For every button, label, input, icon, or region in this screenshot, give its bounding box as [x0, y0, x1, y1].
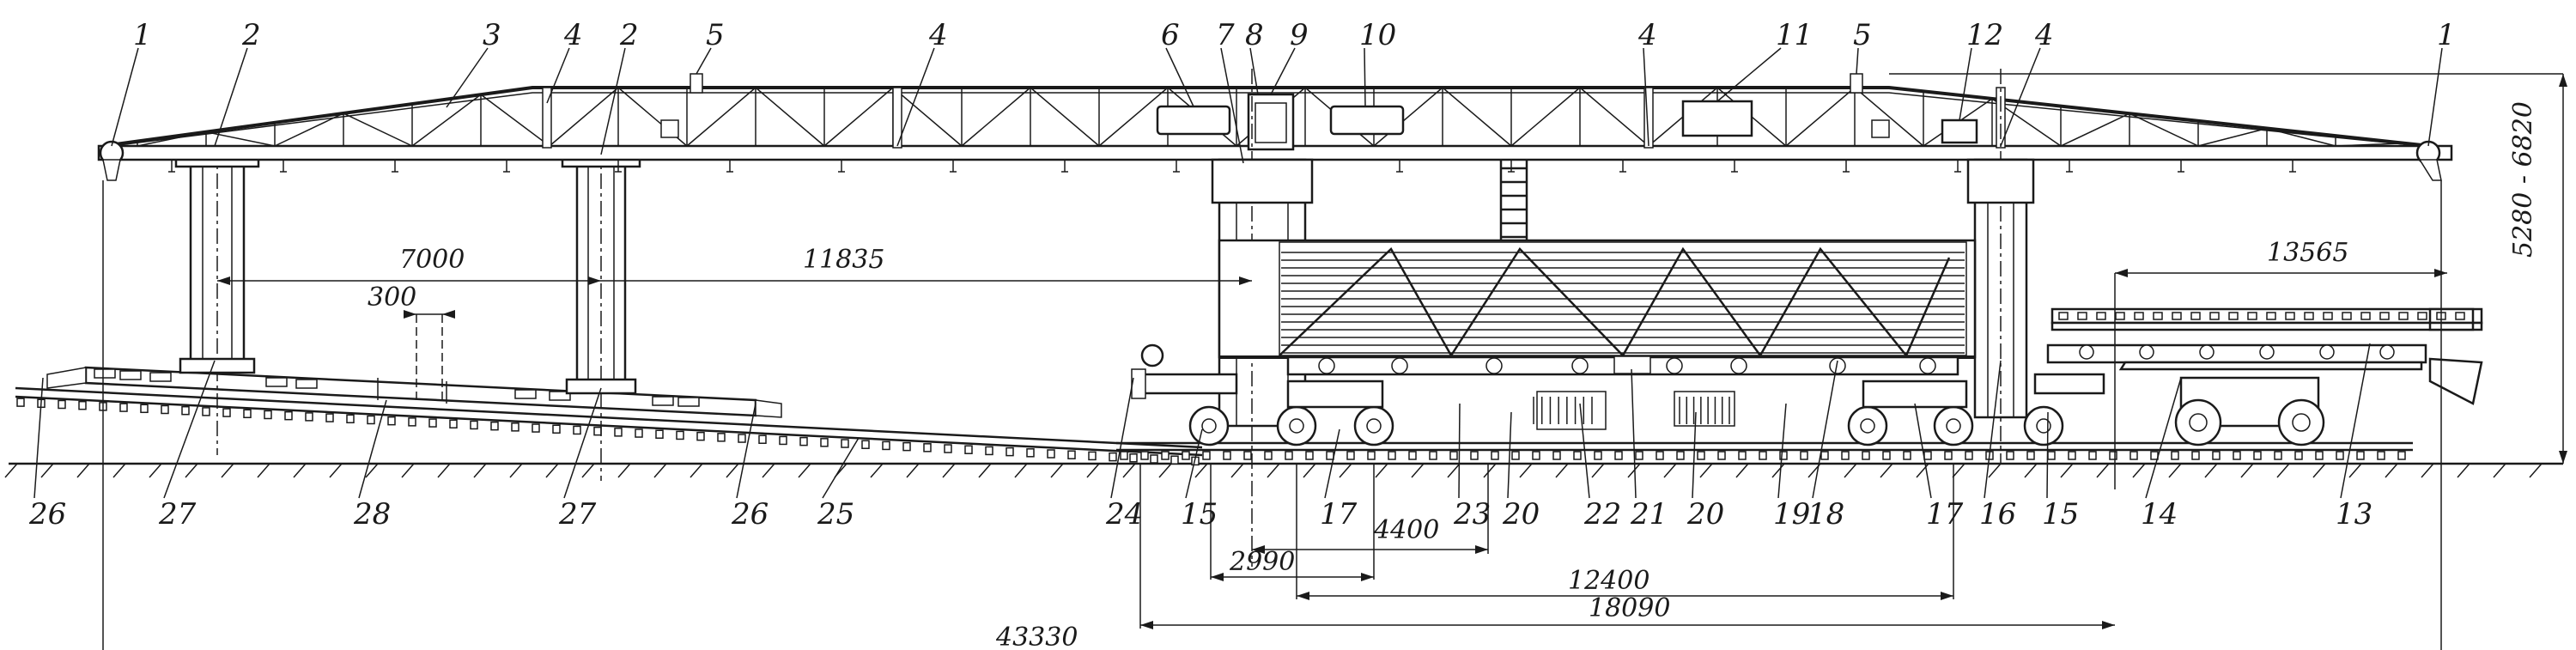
callout-label: 15: [1181, 497, 1218, 532]
callout-label: 26: [731, 497, 769, 532]
callout-label: 4: [928, 18, 948, 52]
callout-label: 5: [1853, 18, 1872, 52]
callout-label: 6: [1161, 18, 1180, 52]
flat-car: [2046, 307, 2483, 446]
dim-18090: 18090: [1589, 593, 1670, 623]
callout-label: 28: [353, 497, 391, 532]
callout-label: 17: [1926, 497, 1964, 532]
callout-label: 25: [817, 497, 854, 532]
callout-label: 5: [706, 18, 725, 52]
callout-label: 11: [1776, 18, 1813, 52]
callout-label: 13: [2336, 497, 2372, 532]
callout-label: 21: [1630, 497, 1668, 532]
dim-300: 300: [368, 282, 416, 313]
dim-43330: 43330: [995, 623, 1078, 650]
ground: [4, 462, 2563, 478]
callout-label: 2: [619, 18, 639, 52]
callout-label: 20: [1686, 497, 1724, 532]
hoist-ladder: [1499, 160, 1528, 254]
dim-11835: 11835: [803, 245, 884, 275]
callout-label: 23: [1453, 497, 1491, 532]
callout-label: 18: [1807, 497, 1844, 532]
main-track: [1116, 441, 2413, 460]
callout-label: 1: [2437, 18, 2456, 52]
callout-label: 4: [1637, 18, 1657, 52]
callout-label: 9: [1290, 18, 1309, 52]
dim-height: 5280 - 6820: [2508, 101, 2538, 258]
callout-label: 3: [483, 18, 501, 52]
callout-label: 22: [1583, 497, 1621, 532]
dim-13565: 13565: [2267, 238, 2348, 268]
dim-7000: 7000: [399, 245, 465, 275]
dimension-text: 7000 300 11835 13565 4400 2990 12400 180…: [368, 101, 2538, 650]
gantry-truss: [97, 73, 2453, 181]
callout-label: 10: [1359, 18, 1396, 52]
dim-12400: 12400: [1568, 566, 1649, 596]
callout-label: 20: [1502, 497, 1540, 532]
ramp-platform: [46, 366, 782, 418]
callout-label: 17: [1320, 497, 1358, 532]
callout-label: 8: [1245, 18, 1264, 52]
callout-label: 15: [2042, 497, 2079, 532]
callout-label: 4: [563, 18, 583, 52]
callout-label: 24: [1105, 497, 1143, 532]
callout-label: 1: [133, 18, 152, 52]
dimension-lines: [102, 73, 2567, 650]
callout-label: 4: [2034, 18, 2054, 52]
callout-label: 27: [558, 497, 597, 532]
dim-2990: 2990: [1229, 547, 1295, 577]
callout-label: 19: [1773, 497, 1810, 532]
callout-label: 7: [1216, 18, 1235, 52]
callout-label: 16: [1979, 497, 2016, 532]
callout-label: 26: [28, 497, 66, 532]
callout-label: 27: [158, 497, 197, 532]
wheels: [1131, 343, 2105, 446]
dim-4400: 4400: [1373, 515, 1439, 545]
callout-label: 2: [241, 18, 261, 52]
callout-label: 12: [1966, 18, 2003, 52]
gondola-car: [1218, 239, 1977, 376]
callout-label: 14: [2141, 497, 2178, 532]
